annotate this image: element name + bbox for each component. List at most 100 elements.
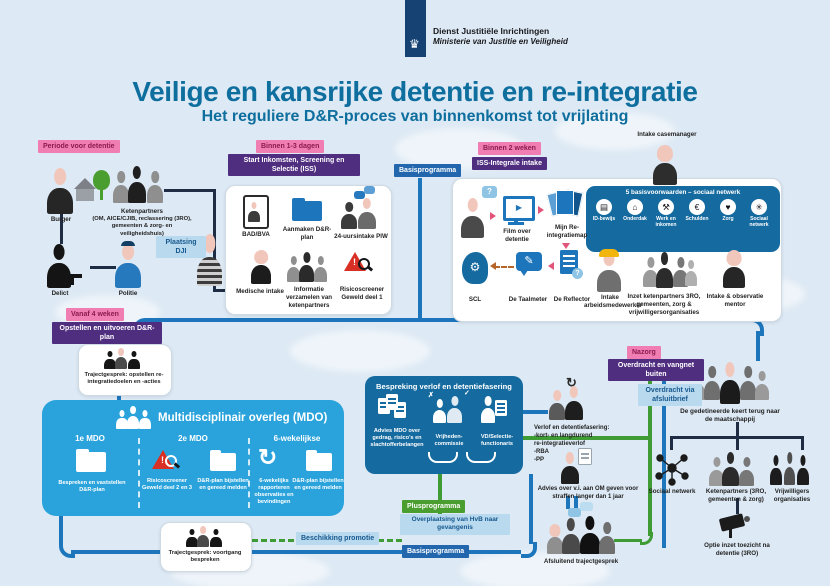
work-icon: ⚒ bbox=[658, 199, 674, 215]
verlof-line: -RBA bbox=[534, 449, 549, 456]
folder-icon bbox=[210, 450, 236, 471]
mdo-col2-item1: Risicoscreener Geweld deel 2 en 3 bbox=[141, 478, 193, 492]
flow-line-green bbox=[522, 436, 650, 440]
trajectgesprek1-group-icon bbox=[104, 348, 144, 370]
care-icon: ♥ bbox=[720, 199, 736, 215]
flow-line bbox=[164, 189, 216, 192]
person-icon bbox=[797, 455, 809, 485]
label-basisprogramma-bottom: Basisprogramma bbox=[402, 545, 470, 559]
sociaal-netwerk-label: Sociaal netwerk bbox=[648, 488, 696, 495]
flow-corner bbox=[59, 542, 75, 558]
person-icon bbox=[126, 406, 140, 429]
reject-mark-icon: ✗ bbox=[428, 392, 434, 399]
page-title: Veilige en kansrijke detentie en re-inte… bbox=[132, 76, 698, 107]
afsluitend-group-icon bbox=[546, 502, 616, 556]
verlof-line: -PP bbox=[534, 457, 545, 464]
afsluitend-label: Afsluitend trajectgesprek bbox=[543, 558, 619, 565]
arbeid-label: Intake arbeidsmedewerker bbox=[584, 294, 643, 309]
flow-line bbox=[736, 436, 739, 450]
phase-iss-integrale-intake: ISS-Integrale intake bbox=[472, 157, 547, 171]
approve-mark-icon: ✓ bbox=[464, 390, 470, 397]
person-icon bbox=[561, 518, 581, 554]
flow-line bbox=[670, 436, 673, 450]
person-icon bbox=[286, 256, 301, 282]
network-icon: ✳ bbox=[751, 199, 767, 215]
phase-nazorg: Nazorg bbox=[627, 346, 661, 360]
flow-arrow-icon bbox=[562, 243, 570, 249]
vrijwilligers-label: Vrijwilligers organisaties bbox=[773, 488, 811, 503]
person-icon bbox=[139, 410, 151, 429]
gun-grip-icon bbox=[70, 277, 74, 285]
casemanager-person-icon bbox=[652, 145, 678, 185]
phase-overdracht-vangnet: Overdracht en vangnet buiten bbox=[608, 359, 704, 382]
bv-label: Zorg bbox=[722, 216, 734, 222]
police-cap-icon bbox=[121, 241, 135, 246]
police-officer-icon bbox=[114, 244, 142, 288]
flow-line-blue bbox=[117, 393, 121, 403]
inzet-label: Inzet ketenpartners 3RO, gemeenten, zorg… bbox=[627, 293, 701, 316]
flow-corner bbox=[521, 542, 537, 558]
delict-label: Delict bbox=[51, 290, 69, 297]
trajectgesprek2-label: Trajectgesprek: voortgang bespreken bbox=[168, 550, 242, 564]
speech-bubble-icon bbox=[568, 508, 581, 517]
cloud-shape bbox=[290, 330, 430, 372]
medische-label: Medische intake bbox=[236, 288, 284, 295]
prisoner-person-icon bbox=[196, 234, 223, 286]
verlof-line: -kort- en langdurend bbox=[534, 433, 593, 440]
inzet-ketenpartners-group-icon bbox=[642, 252, 698, 290]
person-icon bbox=[564, 386, 584, 420]
flow-line-blue bbox=[662, 380, 666, 548]
advies-vi-person-icon bbox=[560, 452, 580, 484]
piw-intake-icon bbox=[340, 186, 384, 230]
monitor-stand-icon bbox=[514, 218, 518, 222]
person-icon bbox=[298, 252, 315, 282]
org-ministry: Ministerie van Justitie en Veiligheid bbox=[433, 37, 568, 46]
home-icon: ⌂ bbox=[627, 199, 643, 215]
mdo-separator bbox=[138, 438, 140, 508]
person-icon bbox=[738, 457, 755, 486]
cctv-camera-icon bbox=[718, 513, 746, 532]
org-name: Dienst Justitiële Inrichtingen bbox=[433, 26, 550, 36]
risicoscreener-label: Risicoscreener Geweld deel 1 bbox=[339, 286, 385, 301]
vrijwilligers-icon bbox=[770, 452, 814, 488]
cctv-mount-icon bbox=[729, 529, 732, 538]
flow-arrow-icon bbox=[490, 262, 496, 270]
page-subtitle: Het reguliere D&R-proces van binnenkomst… bbox=[201, 108, 629, 125]
toezicht-label: Optie inzet toezicht na detentie (3RO) bbox=[704, 542, 770, 557]
tree-icon bbox=[93, 170, 110, 190]
bv-label: Onderdak bbox=[623, 216, 647, 222]
nazorg-ketenpartners-label: Ketenpartners (3RO, gemeenten & zorg) bbox=[705, 488, 767, 503]
trajectgesprek1-label: Trajectgesprek: opstellen re-integratied… bbox=[84, 372, 164, 386]
bv-schulden: €Schulden bbox=[682, 199, 712, 223]
person-icon bbox=[116, 410, 128, 429]
flow-line-blue bbox=[71, 550, 521, 554]
ketenpartners-info-group-icon bbox=[286, 252, 332, 284]
vrijheden-commissie-icon bbox=[432, 396, 466, 424]
social-network-icon bbox=[655, 454, 689, 486]
construction-worker-icon bbox=[596, 252, 622, 292]
person-icon bbox=[186, 529, 198, 547]
phase-binnen-1-3-dagen: Binnen 1-3 dagen bbox=[256, 140, 325, 154]
bv-label: Schulden bbox=[685, 216, 709, 222]
cloud-shape bbox=[555, 112, 675, 150]
refresh-report-icon: ↻ bbox=[258, 444, 278, 470]
gun-icon bbox=[70, 274, 82, 278]
detainee-question-icon bbox=[460, 198, 485, 238]
casemanager-label: Intake casemanager bbox=[637, 131, 697, 138]
flow-line-green bbox=[438, 472, 442, 517]
flow-line-green bbox=[614, 539, 642, 542]
person-icon bbox=[146, 171, 164, 203]
dashed-arrow bbox=[494, 266, 514, 268]
flow-line-blue bbox=[756, 331, 760, 361]
bespreking-box bbox=[365, 376, 523, 474]
flow-line bbox=[90, 266, 116, 269]
advies-docs-icon bbox=[386, 394, 398, 410]
flow-line-blue bbox=[59, 514, 63, 544]
person-icon bbox=[313, 256, 328, 282]
flow-line-green bbox=[648, 380, 652, 536]
vd-functionaris-icon bbox=[480, 396, 496, 423]
medical-cross-icon: + bbox=[256, 247, 261, 254]
person-icon bbox=[127, 166, 147, 203]
person-icon bbox=[114, 348, 128, 369]
flow-arrow-icon bbox=[538, 206, 544, 214]
